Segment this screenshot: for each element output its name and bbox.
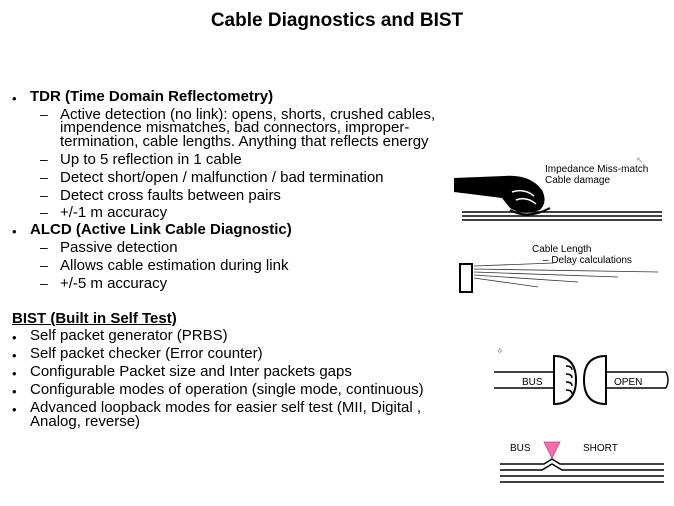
bist-item: Configurable Packet size and Inter packe… xyxy=(30,363,352,380)
alcd-item: Allows cable estimation during link xyxy=(60,257,289,274)
bullet: • xyxy=(12,91,17,106)
cursor-icon: ↖ xyxy=(636,155,644,165)
short-figure xyxy=(500,441,664,483)
bullet: • xyxy=(12,330,17,345)
bist-item: Analog, reverse) xyxy=(30,413,141,430)
tdr-item-line: Active detection (no link): opens, short… xyxy=(60,106,436,123)
bullet: • xyxy=(12,366,17,381)
bist-item: Self packet checker (Error counter) xyxy=(30,345,263,362)
dash: – xyxy=(40,257,48,273)
dash: – xyxy=(40,275,48,291)
tdr-heading: TDR (Time Domain Reflectometry) xyxy=(30,88,274,105)
tdr-item: +/-1 m accuracy xyxy=(60,204,168,221)
bist-item: Self packet generator (PRBS) xyxy=(30,327,228,344)
bullet: • xyxy=(12,224,17,239)
tdr-item: Up to 5 reflection in 1 cable xyxy=(60,151,242,168)
short-bus-label: BUS xyxy=(510,443,531,454)
open-bus-label: BUS xyxy=(522,377,543,388)
cable-length-figure xyxy=(459,262,659,293)
dash: – xyxy=(40,151,48,167)
alcd-item: Passive detection xyxy=(60,239,178,256)
cable-damage-figure xyxy=(454,175,662,221)
open-label: OPEN xyxy=(614,377,643,388)
bist-item: Configurable modes of operation (single … xyxy=(30,381,424,398)
tdr-item: Detect cross faults between pairs xyxy=(60,187,281,204)
dash: – xyxy=(40,169,48,185)
short-marker-icon xyxy=(543,441,561,459)
cable-length-label: Cable Length xyxy=(532,244,592,255)
tdr-item: Detect short/open / malfunction / bad te… xyxy=(60,169,384,186)
dash: – xyxy=(40,187,48,203)
impedance-label: Impedance Miss-match xyxy=(545,164,649,175)
bullet: • xyxy=(12,348,17,363)
dash: – xyxy=(40,204,48,220)
cable-damage-label: Cable damage xyxy=(545,175,611,186)
delay-calc-label: – Delay calculations xyxy=(543,255,632,266)
bullet: • xyxy=(12,384,17,399)
dash: – xyxy=(40,239,48,255)
open-figure: ✧ xyxy=(494,346,669,406)
dash: – xyxy=(40,106,48,122)
page-title: Cable Diagnostics and BIST xyxy=(210,10,464,31)
bist-heading: BIST (Built in Self Test) xyxy=(12,310,177,327)
tdr-item-line: termination, cable lengths. Anything tha… xyxy=(60,133,429,150)
short-label: SHORT xyxy=(583,443,618,454)
bist-item: Advanced loopback modes for easier self … xyxy=(30,399,422,416)
svg-text:✧: ✧ xyxy=(496,346,504,356)
alcd-heading: ALCD (Active Link Cable Diagnostic) xyxy=(30,221,292,238)
tdr-item-line: impendence mismatches, bad connectors, i… xyxy=(60,119,410,136)
alcd-item: +/-5 m accuracy xyxy=(60,275,168,292)
bullet: • xyxy=(12,402,17,417)
